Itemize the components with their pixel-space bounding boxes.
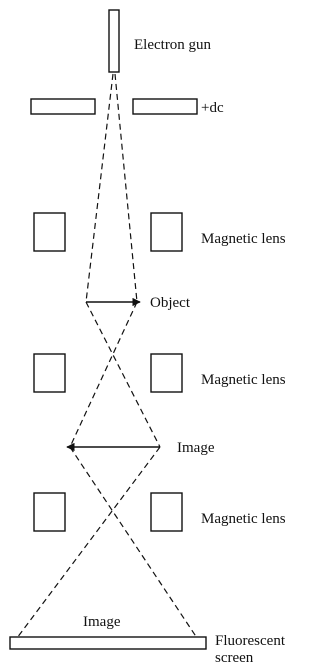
magnetic-lens-3-left [33, 492, 66, 532]
screen-label-line1: Fluorescent [215, 633, 286, 649]
magnetic-lens-2-right [150, 353, 183, 393]
magnetic-lens-1-right [150, 212, 183, 252]
magnetic-lens-3-right [150, 492, 183, 532]
fluorescent-screen [9, 636, 207, 650]
anode-plate-left [30, 98, 96, 115]
magnetic-lens-2-label: Magnetic lens [201, 372, 286, 388]
magnetic-lens-2-left [33, 353, 66, 393]
beam-ray [114, 73, 138, 303]
object-label: Object [150, 295, 191, 311]
screen-label-line2: screen [215, 650, 254, 666]
beam-ray [85, 73, 114, 303]
beam-ray [69, 446, 198, 639]
magnetic-lens-1-left [33, 212, 66, 252]
magnetic-lens-1-label: Magnetic lens [201, 231, 286, 247]
beam-ray [85, 301, 161, 448]
image-bottom-label: Image [83, 614, 121, 630]
plus-dc-label: +dc [201, 100, 224, 116]
image-mid-label: Image [177, 440, 215, 456]
magnetic-lens-3-label: Magnetic lens [201, 511, 286, 527]
electron-gun-label: Electron gun [134, 37, 212, 53]
anode-plate-right [132, 98, 198, 115]
electron-gun [108, 9, 120, 73]
beam-ray [69, 301, 138, 448]
